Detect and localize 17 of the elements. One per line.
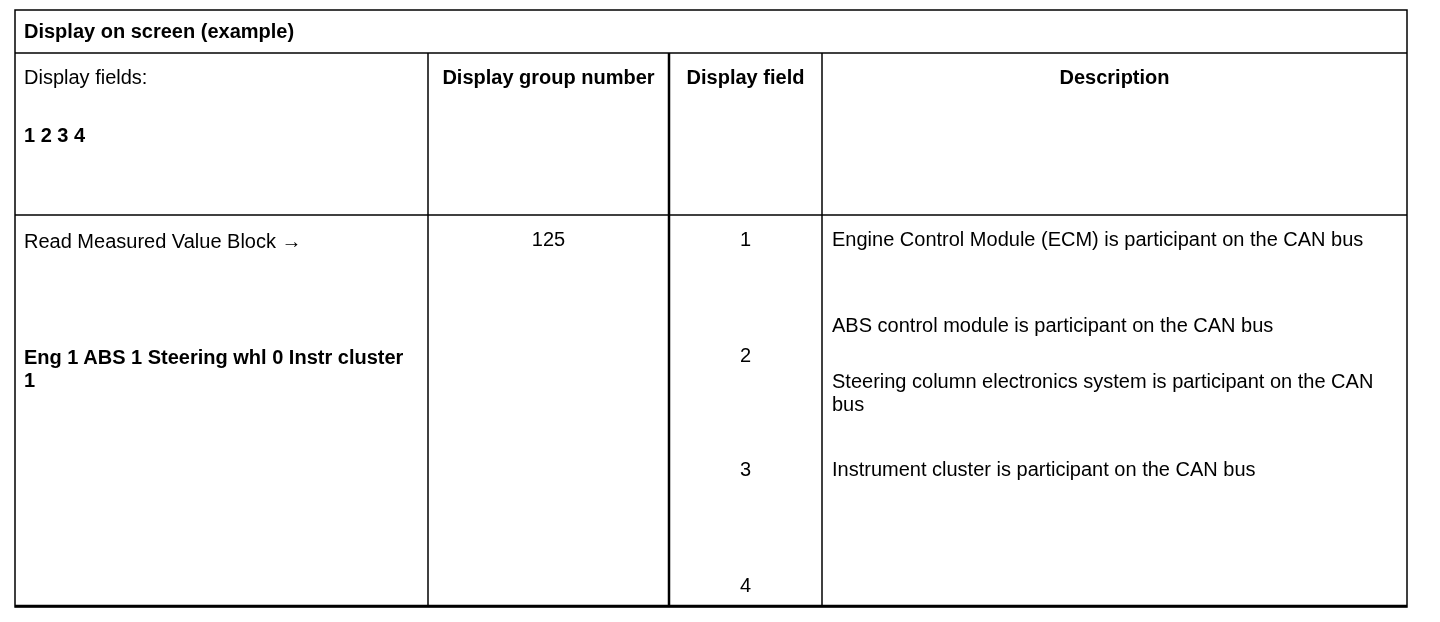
table-cell-text: Eng 1 ABS 1 Steering whl 0 Instr cluster 1: [24, 346, 405, 392]
column-header: Display field: [685, 66, 806, 89]
table-cell-text: Instrument cluster is participant on the CAN bus: [832, 458, 1257, 481]
table-cell-text: 1: [738, 228, 753, 251]
table-cell-text: 4: [738, 574, 753, 597]
table-cell-text: 125: [530, 228, 567, 251]
column-header: Description: [1058, 66, 1171, 89]
table-cell-text: Steering column electronics system is participant on the CAN bus: [832, 370, 1375, 416]
column-header: Display group number: [441, 66, 656, 89]
table-cell-text: Read Measured Value Block →: [24, 230, 303, 253]
header-cell-text: 1 2 3 4: [24, 124, 87, 147]
table-cell-text: Engine Control Module (ECM) is participant on the CAN bus: [832, 228, 1365, 251]
table-title: Display on screen (example): [24, 20, 295, 43]
header-cell-text: Display fields:: [24, 66, 149, 89]
table-cell-text: 2: [738, 344, 753, 367]
table-cell-text: ABS control module is participant on the CAN bus: [832, 314, 1275, 337]
table-cell-text: 3: [738, 458, 753, 481]
